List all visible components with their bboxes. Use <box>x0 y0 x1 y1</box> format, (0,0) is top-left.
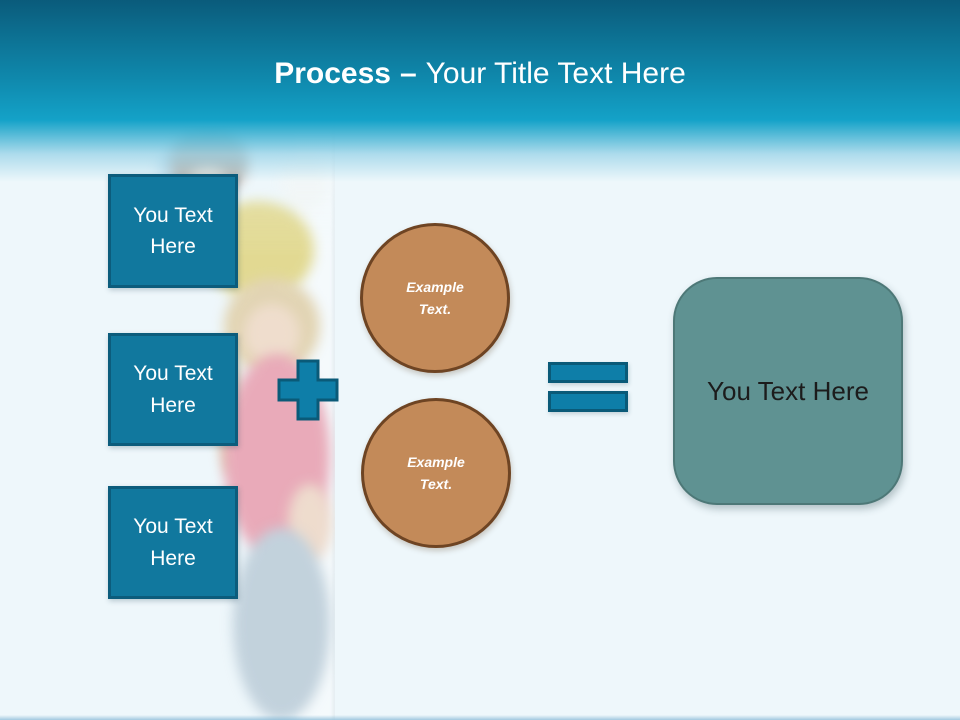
example-circle-2[interactable]: Example Text. <box>361 398 511 548</box>
photo-blob-jeans <box>233 528 330 720</box>
result-box[interactable]: You Text Here <box>673 277 903 505</box>
equals-bar-bottom <box>548 391 628 412</box>
left-box-2[interactable]: You Text Here <box>108 333 238 446</box>
title-dash: – <box>399 57 417 90</box>
example-circle-1-label: Example Text. <box>406 278 464 317</box>
photo-blob-hand-upper <box>280 151 328 213</box>
left-box-3-label: You Text Here <box>133 515 213 570</box>
left-box-1[interactable]: You Text Here <box>108 174 238 288</box>
equals-bar-top <box>548 362 628 383</box>
title-rest-text: Your Title Text Here <box>425 57 686 90</box>
title-bold-text: Process <box>274 57 391 90</box>
bottom-accent-strip <box>0 715 960 720</box>
slide-title[interactable]: Process – Your Title Text Here <box>0 57 960 90</box>
left-box-2-label: You Text Here <box>133 362 213 417</box>
example-circle-2-label: Example Text. <box>407 453 465 492</box>
plus-icon <box>276 358 340 422</box>
example-circle-1[interactable]: Example Text. <box>360 223 510 373</box>
header-band <box>0 0 960 120</box>
equals-icon <box>548 362 628 412</box>
left-box-3[interactable]: You Text Here <box>108 486 238 599</box>
left-box-1-label: You Text Here <box>133 203 213 259</box>
result-box-label: You Text Here <box>707 375 869 406</box>
